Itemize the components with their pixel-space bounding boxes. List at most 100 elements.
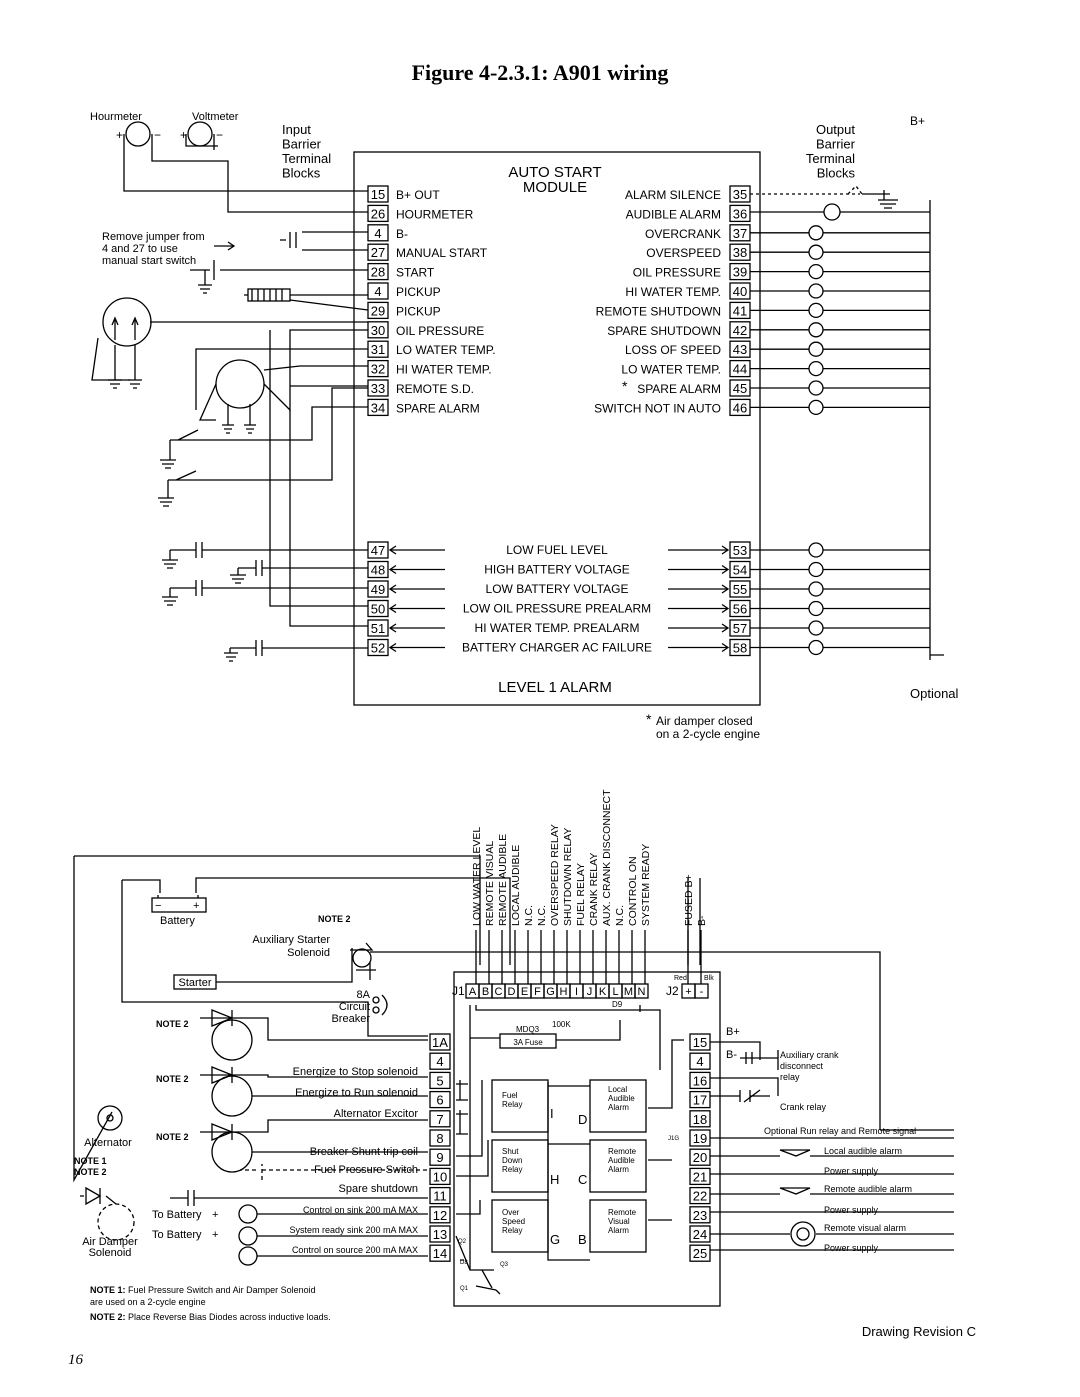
j1-pin-box (634, 983, 649, 999)
relay-label: Local (608, 1085, 627, 1094)
right-output-label: Remote audible alarm (824, 1184, 912, 1194)
mdq3-label: MDQ3 (516, 1025, 540, 1034)
board-right-terminal-number: 15 (693, 1035, 707, 1050)
j2-label: J2 (666, 984, 679, 998)
diode-label: D8 (460, 1260, 468, 1266)
alarm-row-label: LOW FUEL LEVEL (506, 543, 608, 557)
output-terminal-number: 45 (733, 381, 747, 396)
alarm-row-arrow (388, 584, 730, 594)
board-left-terminal-number: 1A (432, 1035, 448, 1050)
output-terminal-label: ALARM SILENCE (625, 188, 721, 202)
note-2-tag: NOTE 2 (74, 1167, 107, 1177)
connector-signal-label: REMOTE VISUAL (484, 841, 496, 926)
relay-letter: B (578, 1232, 587, 1247)
input-terminal-box (367, 282, 389, 300)
input-terminal-label: SPARE ALARM (396, 401, 480, 415)
starter-label: Starter (178, 977, 211, 989)
output-terminal-label: SPARE ALARM (637, 382, 721, 396)
board-left-terminal (429, 1071, 451, 1090)
note-2-tag: NOTE 2 (156, 1074, 189, 1084)
alarm-output-number: 56 (733, 602, 747, 617)
input-terminal-label: HOURMETER (396, 207, 474, 221)
alarm-input-terminal (367, 619, 389, 637)
relay-label: Visual (608, 1217, 630, 1226)
j2-pin-box (694, 983, 709, 999)
input-terminal-box (367, 301, 389, 320)
air-damper-note: Air damper closed (656, 714, 753, 728)
indicator-lamp (808, 600, 824, 617)
output-terminal-number: 38 (733, 245, 747, 260)
controller-board-box (453, 971, 721, 1307)
board-left-terminal (429, 1110, 451, 1128)
load-label: Control on source 200 mA MAX (292, 1245, 418, 1255)
output-terminal-number: 43 (733, 342, 747, 357)
output-terminal-box (729, 185, 751, 203)
input-terminal-label: START (396, 266, 435, 280)
relay-label: Speed (502, 1217, 525, 1226)
output-block-label: Output (816, 122, 855, 137)
level-1-alarm-label: LEVEL 1 ALARM (498, 679, 612, 696)
relay-letter: C (578, 1172, 587, 1187)
transistor-label: Q1 (460, 1286, 469, 1292)
footnote-1: are used on a 2-cycle engine (90, 1297, 206, 1307)
indicator-lamp (808, 263, 824, 280)
battery-minus: − (155, 900, 161, 912)
board-left-terminal-number: 11 (433, 1189, 447, 1204)
output-terminal-label: OVERSPEED (646, 246, 721, 260)
j1-pin-letter: E (521, 986, 528, 998)
connector-signal-label: CRANK RELAY (588, 853, 600, 926)
relay-label: Audible (608, 1094, 635, 1103)
load-label: Alternator Excitor (334, 1108, 419, 1120)
board-right-terminal-number: 23 (693, 1208, 707, 1223)
connector-signal-label: B- (696, 915, 708, 926)
input-terminal-number: 34 (371, 400, 385, 415)
air-damper-note: on a 2-cycle engine (656, 727, 760, 741)
optional-label: Optional (910, 686, 959, 701)
board-right-terminal-number: 16 (693, 1073, 707, 1088)
alarm-input-terminal (367, 599, 389, 618)
load-label: Control on sink 200 mA MAX (303, 1205, 418, 1215)
output-terminal-label: SWITCH NOT IN AUTO (594, 401, 721, 415)
transistor-label: Q2 (458, 1239, 467, 1245)
voltmeter-label: Voltmeter (192, 111, 239, 123)
input-terminal-number: 28 (371, 265, 385, 280)
connector-signal-label: AUX. CRANK DISCONNECT (601, 789, 613, 926)
input-terminal-box (367, 379, 389, 397)
output-terminal-number: 37 (733, 226, 747, 241)
board-left-terminal (429, 1206, 451, 1224)
input-terminal-box (367, 321, 389, 339)
alarm-output-number: 58 (733, 641, 747, 656)
aux-crank-relay-label: disconnect (780, 1061, 824, 1071)
drawing-revision: Drawing Revision C (862, 1324, 976, 1339)
board-right-terminal-number: 24 (693, 1227, 707, 1242)
relay-label: Alarm (608, 1226, 629, 1235)
indicator-lamp (808, 302, 824, 319)
page-number: 16 (68, 1352, 83, 1368)
alarm-input-terminal (367, 560, 389, 579)
board-left-terminal (429, 1129, 451, 1147)
indicator-lamp (808, 542, 824, 558)
alternator-label: Alternator (84, 1137, 132, 1149)
board-left-terminal-number: 4 (436, 1054, 443, 1069)
j1-pin-letter: C (495, 986, 503, 998)
indicator-lamp (808, 380, 824, 396)
input-terminal-box (367, 262, 389, 281)
input-terminal-label: PICKUP (396, 304, 441, 318)
j2-pin-symbol: - (700, 986, 704, 998)
load-label: Fuel Pressure Switch (314, 1164, 418, 1176)
input-block-label: Blocks (282, 166, 321, 181)
board-right-terminal (689, 1052, 711, 1070)
footnote-1: NOTE 1: Fuel Pressure Switch and Air Dam… (90, 1285, 316, 1295)
alarm-input-number: 48 (371, 563, 385, 578)
auto-start-module-box (353, 151, 761, 706)
j1g-label: J1G (668, 1136, 679, 1142)
asterisk-mark: * (622, 378, 628, 394)
aux-crank-relay-label: Auxiliary crank (780, 1050, 839, 1060)
alarm-row-label: HI WATER TEMP. PREALARM (475, 621, 640, 635)
connector-signal-label: OVERSPEED RELAY (549, 824, 561, 926)
output-block-label: Blocks (817, 166, 856, 181)
footnote-2: NOTE 2: Place Reverse Bias Diodes across… (90, 1312, 331, 1322)
output-terminal-box (729, 204, 751, 223)
board-left-terminal-number: 7 (436, 1112, 443, 1127)
